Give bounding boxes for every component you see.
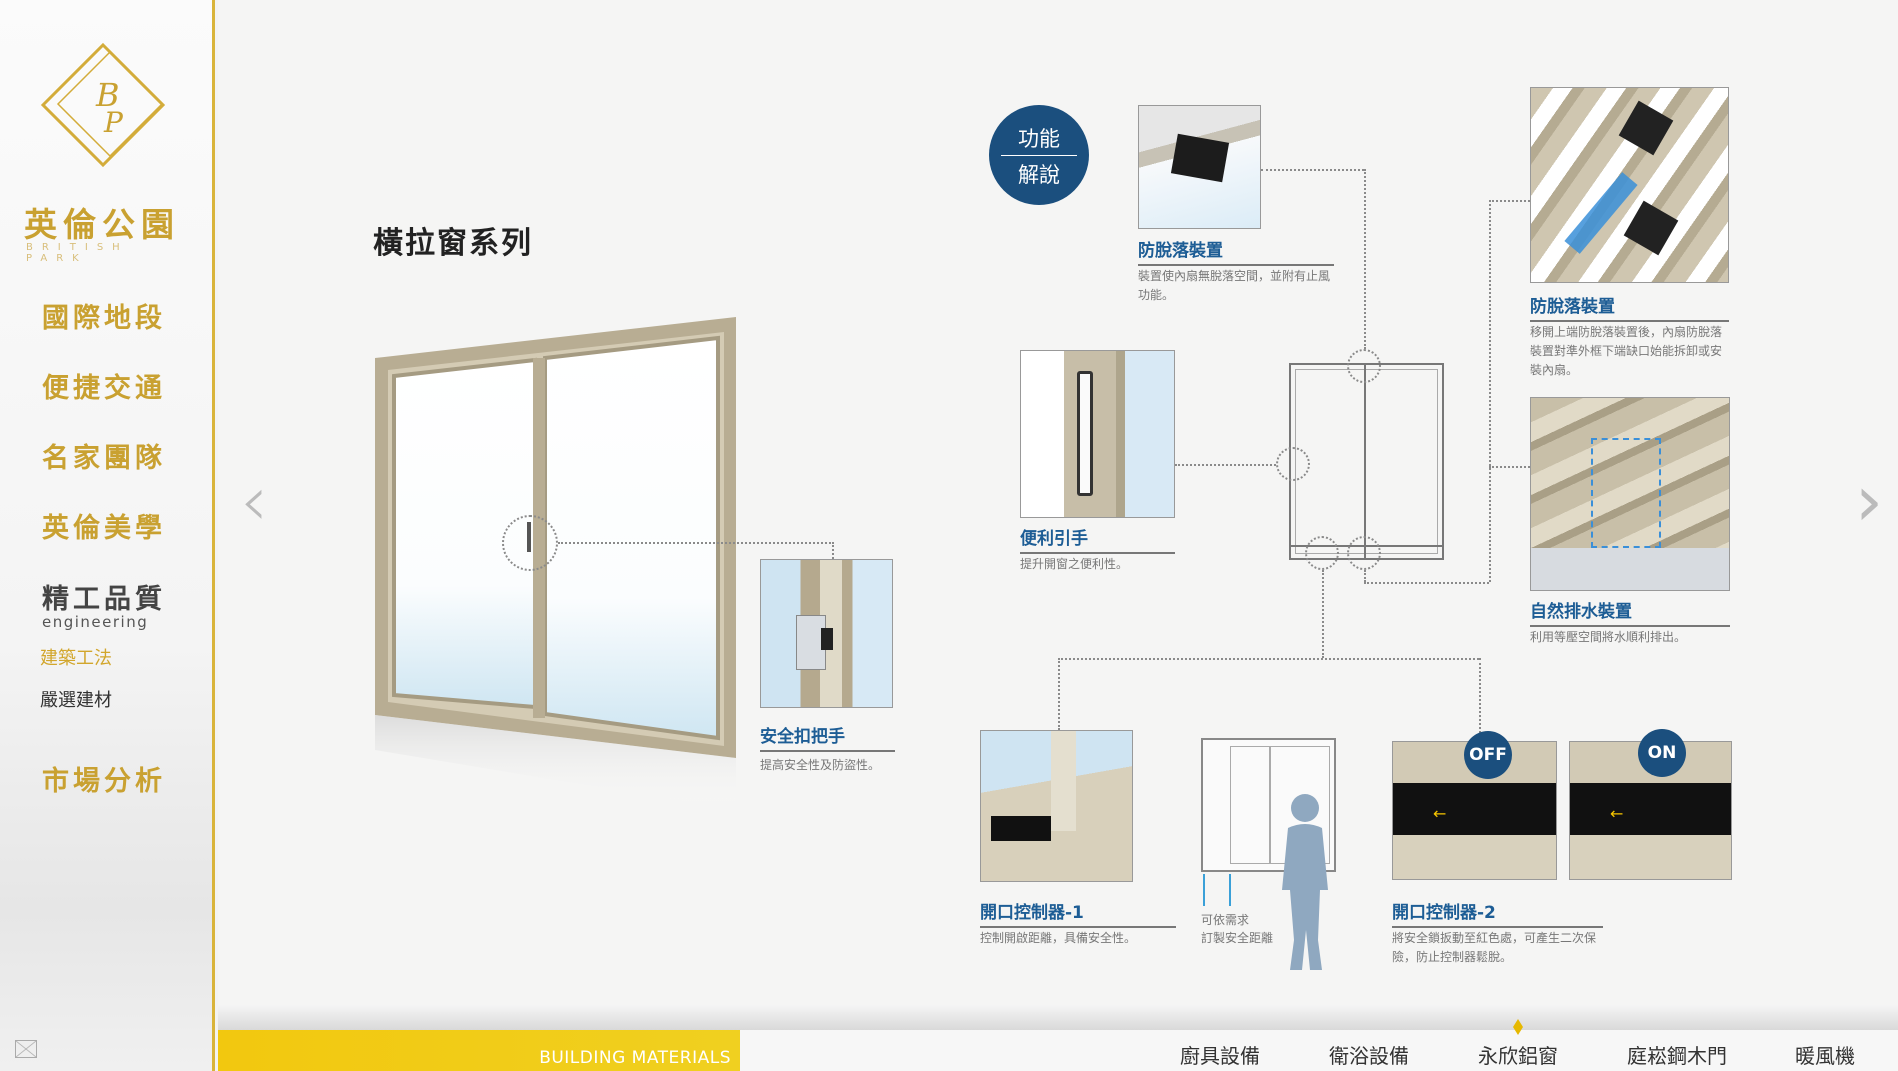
distance-marker — [1203, 874, 1205, 906]
svg-text:P: P — [103, 106, 124, 139]
connector-line — [1261, 169, 1364, 171]
footer-nav-kitchen[interactable]: 廚具設備 — [1180, 1044, 1260, 1068]
sliding-window-illustration — [375, 317, 736, 810]
connector-line — [1489, 466, 1530, 468]
off-bubble: OFF — [1464, 731, 1512, 779]
distance-marker — [1229, 874, 1231, 906]
submenu-materials[interactable]: 嚴選建材 — [40, 690, 112, 711]
child-note-line1: 可依需求 — [1201, 913, 1250, 927]
connector-line — [832, 542, 834, 559]
menu-item-transport[interactable]: 便捷交通 — [42, 373, 166, 404]
menu-item-quality-sublabel: engineering — [42, 613, 149, 631]
footer-nav-aluminum-windows[interactable]: 永欣鋁窗 — [1478, 1044, 1558, 1068]
connector-line — [1058, 658, 1060, 730]
feature-title: 防脫落裝置 — [1138, 236, 1334, 266]
footer-nav-bathroom[interactable]: 衛浴設備 — [1329, 1044, 1409, 1068]
connector-line — [1175, 464, 1276, 466]
photo-convenient-pull — [1020, 350, 1175, 518]
menu-item-market[interactable]: 市場分析 — [42, 766, 166, 797]
callout-circle — [1276, 447, 1310, 481]
footer-nav-doors[interactable]: 庭崧鋼木門 — [1627, 1044, 1727, 1068]
footer-shadow — [218, 1005, 1898, 1030]
callout-circle — [1347, 349, 1381, 383]
feature-title: 開口控制器-2 — [1392, 898, 1603, 928]
connector-line — [1479, 658, 1481, 741]
feature-badge: 功能 解說 — [989, 105, 1089, 205]
next-arrow-icon[interactable]: › — [1855, 460, 1883, 542]
feature-desc: 將安全鎖扳動至紅色處，可產生二次保險，防止控制器鬆脫。 — [1392, 931, 1597, 964]
connector-line — [1058, 658, 1479, 660]
connector-line — [1489, 200, 1491, 582]
feature-title: 便利引手 — [1020, 524, 1175, 554]
prev-arrow-icon[interactable]: ‹ — [240, 460, 268, 542]
connector-line — [1364, 582, 1489, 584]
connector-line — [1489, 200, 1530, 202]
submenu-construction[interactable]: 建築工法 — [40, 648, 112, 669]
feature-desc: 利用等壓空間將水順利排出。 — [1530, 630, 1687, 644]
page-title: 橫拉窗系列 — [373, 226, 533, 261]
menu-item-location[interactable]: 國際地段 — [42, 303, 166, 334]
badge-line2: 解說 — [1018, 163, 1060, 187]
feature-desc: 裝置使內扇無脫落空間，並附有止風功能。 — [1138, 269, 1331, 302]
window-diagram — [1289, 363, 1444, 560]
footer-nav-heater[interactable]: 暖風機 — [1795, 1044, 1855, 1068]
menu-item-quality[interactable]: 精工品質 — [42, 584, 166, 615]
photo-anti-drop-2 — [1530, 87, 1729, 283]
connector-line — [1364, 570, 1366, 582]
brand-logo: B P — [40, 42, 166, 168]
brand-name: 英倫公園 — [24, 205, 180, 244]
child-note-line2: 訂製安全距離 — [1201, 931, 1274, 945]
menu-item-team[interactable]: 名家團隊 — [42, 443, 166, 474]
feature-desc: 移開上端防脫落裝置後，內扇防脫落裝置對準外框下端缺口始能拆卸或安裝內扇。 — [1530, 325, 1723, 377]
photo-drainage — [1530, 397, 1730, 591]
badge-line1: 功能 — [1001, 123, 1077, 156]
active-indicator-icon — [1513, 1019, 1523, 1035]
feature-title: 開口控制器-1 — [980, 898, 1176, 928]
sidebar: B P 英倫公園 BRITISH PARK 國際地段 便捷交通 名家團隊 英倫美… — [0, 0, 215, 1071]
connector-line — [558, 542, 834, 544]
child-silhouette-icon — [1282, 794, 1328, 970]
svg-text:B: B — [95, 76, 120, 114]
photo-opening-controller-1 — [980, 730, 1133, 882]
connector-line — [1364, 169, 1366, 349]
feature-title: 自然排水裝置 — [1530, 597, 1730, 627]
feature-desc: 提高安全性及防盜性。 — [760, 758, 881, 772]
callout-circle — [502, 515, 558, 571]
feature-desc: 控制開啟距離，具備安全性。 — [980, 931, 1137, 945]
connector-line — [1322, 570, 1324, 658]
on-bubble: ON — [1638, 729, 1686, 777]
photo-anti-drop-1 — [1138, 105, 1261, 229]
feature-title: 防脫落裝置 — [1530, 292, 1729, 322]
brand-name-en: BRITISH PARK — [26, 242, 129, 264]
menu-item-aesthetics[interactable]: 英倫美學 — [42, 513, 166, 544]
photo-safety-handle — [760, 559, 893, 708]
callout-circle — [1305, 536, 1339, 570]
broken-image-icon — [15, 1040, 37, 1058]
feature-title: 安全扣把手 — [760, 722, 895, 752]
callout-circle — [1347, 536, 1381, 570]
feature-desc: 提升開窗之便利性。 — [1020, 557, 1129, 571]
child-note: 可依需求 訂製安全距離 — [1201, 911, 1273, 947]
footer-section-tab: BUILDING MATERIALS — [218, 1030, 740, 1071]
